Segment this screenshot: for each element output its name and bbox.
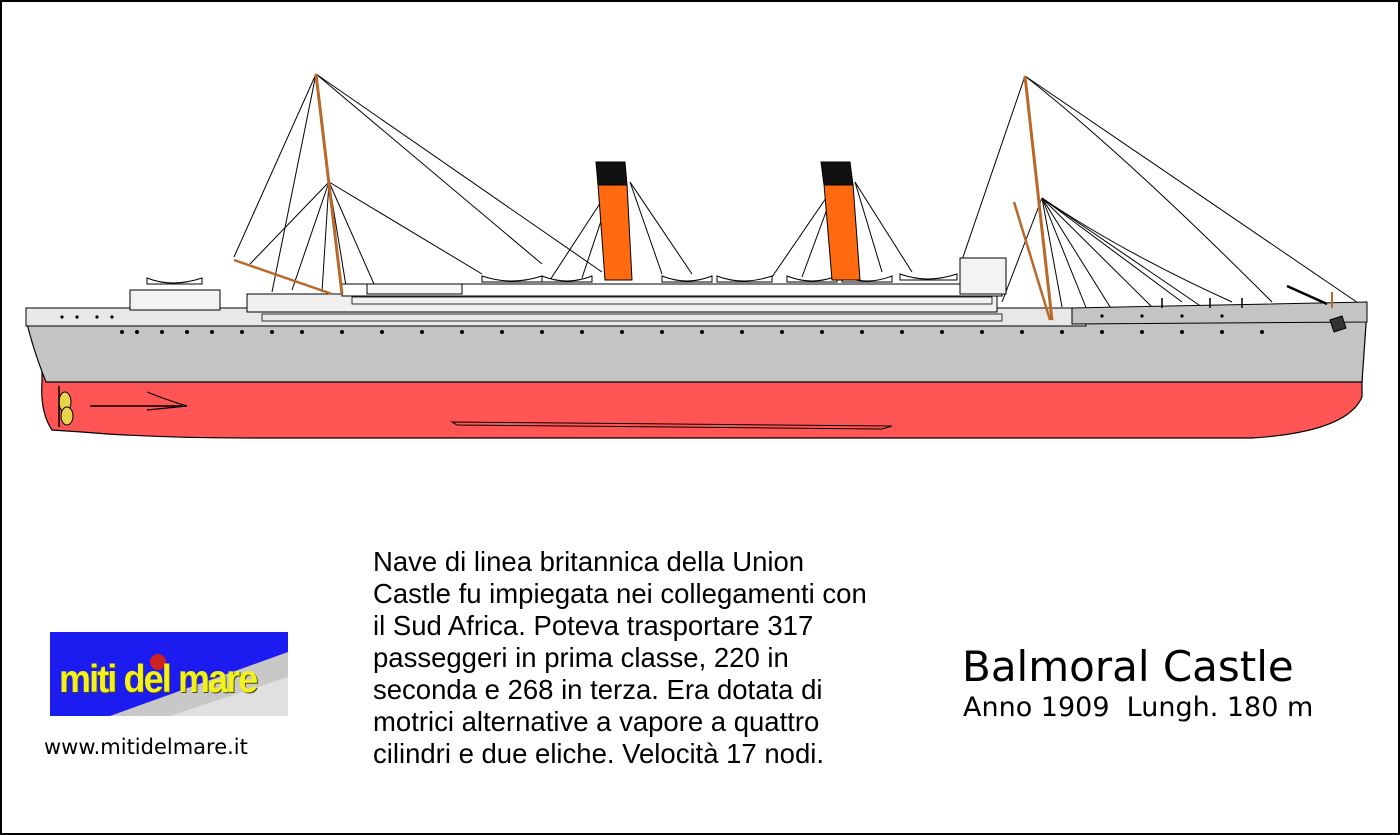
ship-name: Balmoral Castle: [962, 642, 1294, 691]
propeller: [58, 391, 74, 426]
description-line: motrici alternative a vapore a quattro: [373, 706, 820, 737]
lifeboats: [146, 273, 958, 285]
logo: miti del mare: [50, 632, 288, 716]
window-rows: [261, 296, 1003, 322]
rigging: [233, 73, 1365, 311]
anchor: [1329, 315, 1347, 333]
description-line: il Sud Africa. Poteva trasportare 317: [373, 610, 814, 641]
ship-description: Nave di linea britannica della Union Cas…: [373, 546, 953, 770]
portholes: [60, 314, 1264, 334]
ventilators: [1161, 298, 1243, 308]
funnel-fore: [595, 161, 633, 281]
description-line: seconda e 268 in terza. Era dotata di: [373, 674, 823, 705]
logo-text: miti del mare: [59, 658, 258, 701]
description-line: Nave di linea britannica della Union: [373, 546, 805, 577]
ship-specs: Anno 1909 Lungh. 180 m: [963, 692, 1314, 723]
hull-upper: [26, 309, 1368, 383]
description-line: cilindri e due eliche. Velocità 17 nodi.: [373, 738, 824, 769]
funnel-aft: [820, 161, 861, 281]
website-url: www.mitidelmare.it: [44, 735, 248, 759]
ship-illustration: [25, 73, 1368, 439]
logo-sail-graphic: [110, 652, 288, 716]
masts: [233, 73, 1333, 321]
description-line: Castle fu impiegata nei collegamenti con: [373, 578, 867, 609]
description-line: passeggeri in prima classe, 220 in: [373, 642, 789, 673]
